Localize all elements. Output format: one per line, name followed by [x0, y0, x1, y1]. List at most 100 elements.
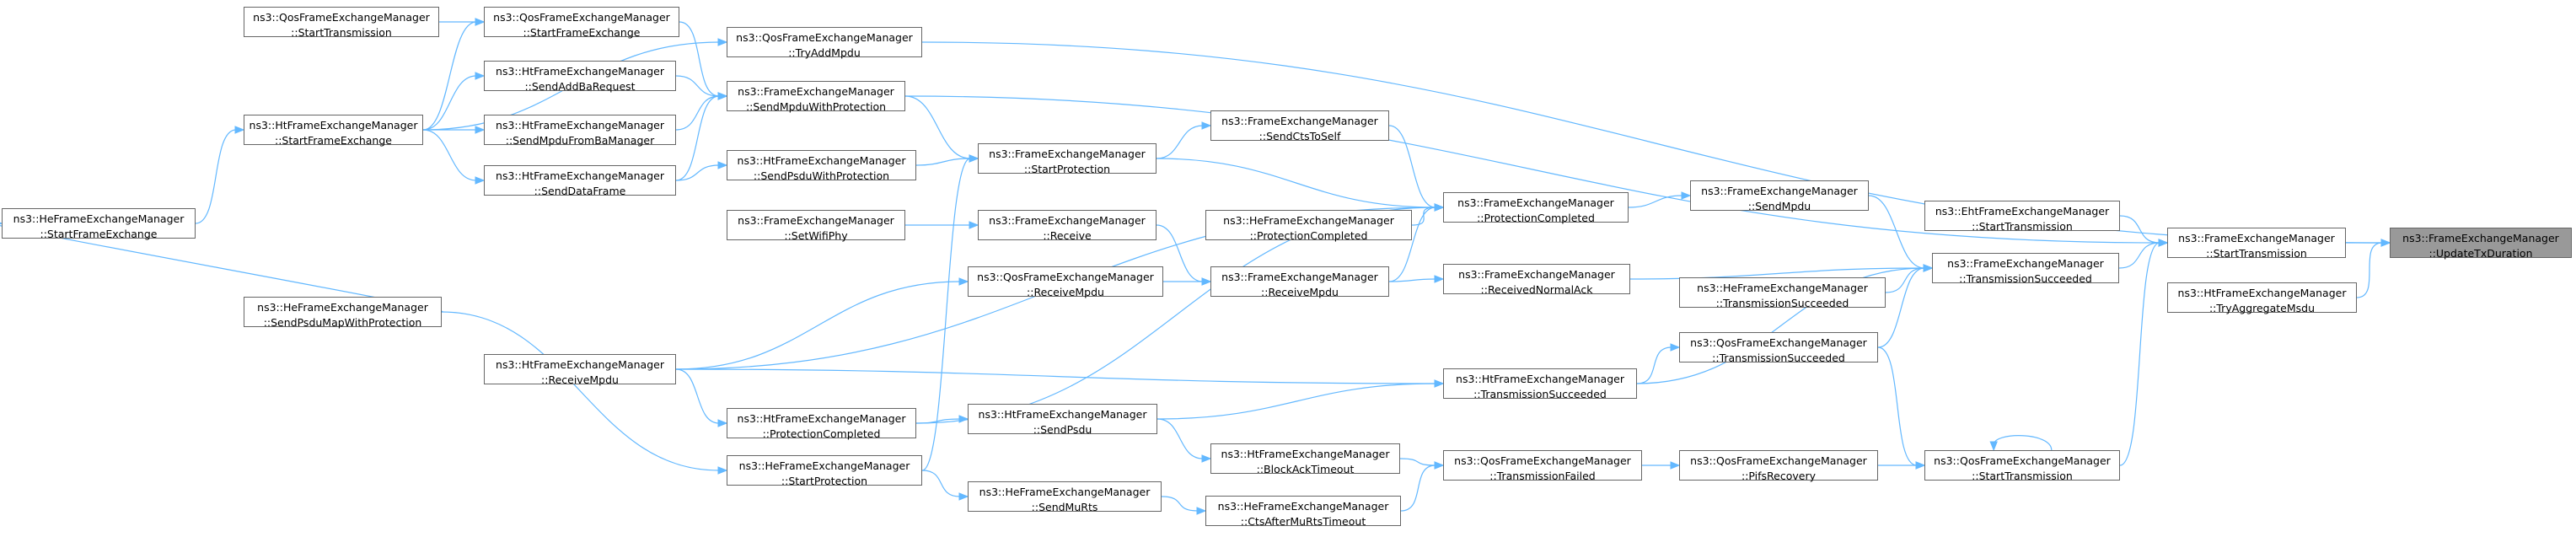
node-fe-start-transmission[interactable]: ns3::FrameExchangeManager::StartTransmis… [2167, 228, 2346, 260]
node-class-label: ns3::HtFrameExchangeManager [737, 412, 906, 425]
node-qos-try-add-mpdu[interactable]: ns3::QosFrameExchangeManager::TryAddMpdu [727, 27, 922, 59]
node-he-protection-completed[interactable]: ns3::HeFrameExchangeManager::ProtectionC… [1205, 210, 1412, 242]
edge-he-transmission-succeeded-to-fe-transmission-succeeded [1885, 267, 1925, 293]
node-qos-transmission-failed[interactable]: ns3::QosFrameExchangeManager::Transmissi… [1443, 450, 1642, 482]
node-fe-transmission-succeeded[interactable]: ns3::FrameExchangeManager::TransmissionS… [1932, 253, 2119, 285]
node-method-label: ::ReceiveMpdu [541, 373, 619, 386]
node-class-label: ns3::FrameExchangeManager [738, 214, 894, 227]
node-class-label: ns3::FrameExchangeManager [1458, 268, 1615, 281]
node-fe-protection-completed[interactable]: ns3::FrameExchangeManager::ProtectionCom… [1443, 192, 1629, 224]
node-he-start-frame-exchange[interactable]: ns3::HeFrameExchangeManager::StartFrameE… [2, 208, 196, 240]
node-fe-send-cts-to-self[interactable]: ns3::FrameExchangeManager::SendCtsToSelf [1210, 110, 1389, 142]
edge-fe-send-mpdu-with-protection-to-fe-start-protection [904, 95, 971, 159]
edge-arrowhead [1923, 264, 1934, 272]
node-class-label: ns3::QosFrameExchangeManager [1934, 454, 2111, 467]
node-class-label: ns3::FrameExchangeManager [2402, 232, 2559, 244]
node-class-label: ns3::HeFrameExchangeManager [979, 486, 1151, 498]
node-method-label: ::SendMpdu [1747, 200, 1811, 212]
node-class-label: ns3::HeFrameExchangeManager [13, 212, 185, 225]
node-method-label: ::StartTransmission [291, 26, 392, 39]
node-ht-receive-mpdu[interactable]: ns3::HtFrameExchangeManager::ReceiveMpdu [484, 354, 676, 386]
node-method-label: ::StartTransmission [2206, 247, 2307, 260]
node-class-label: ns3::QosFrameExchangeManager [1690, 454, 1867, 467]
edge-fe-receive-mpdu-to-fe-protection-completed [1388, 207, 1436, 282]
node-he-send-mu-rts[interactable]: ns3::HeFrameExchangeManager::SendMuRts [968, 481, 1162, 513]
node-he-start-protection[interactable]: ns3::HeFrameExchangeManager::StartProtec… [727, 455, 922, 487]
node-class-label: ns3::HtFrameExchangeManager [978, 408, 1147, 421]
edge-he-send-mu-rts-to-he-cts-after-mu-rts-timeout [1161, 496, 1199, 512]
edge-fe-start-protection-to-fe-protection-completed [1156, 158, 1436, 208]
node-class-label: ns3::FrameExchangeManager [1221, 271, 1378, 283]
node-ht-send-add-ba-request[interactable]: ns3::HtFrameExchangeManager::SendAddBaRe… [484, 61, 676, 93]
node-ht-send-psdu[interactable]: ns3::HtFrameExchangeManager::SendPsdu [968, 404, 1157, 436]
node-qos-pifs-recovery[interactable]: ns3::QosFrameExchangeManager::PifsRecove… [1679, 450, 1878, 482]
node-method-label: ::StartProtection [781, 475, 868, 487]
node-method-label: ::SendCtsToSelf [1258, 130, 1341, 142]
node-method-label: ::StartTransmission [1972, 470, 2073, 482]
node-ht-send-mpdu-from-ba-manager[interactable]: ns3::HtFrameExchangeManager::SendMpduFro… [484, 115, 676, 147]
node-method-label: ::BlockAckTimeout [1256, 463, 1355, 475]
edge-arrowhead [958, 415, 969, 423]
node-he-transmission-succeeded[interactable]: ns3::HeFrameExchangeManager::Transmissio… [1679, 277, 1886, 309]
node-qos-start-transmission-left[interactable]: ns3::QosFrameExchangeManager::StartTrans… [244, 7, 439, 39]
node-fe-receive[interactable]: ns3::FrameExchangeManager::Receive [978, 210, 1157, 242]
node-fe-send-mpdu-with-protection[interactable]: ns3::FrameExchangeManager::SendMpduWithP… [727, 81, 905, 113]
node-qos-start-frame-exchange[interactable]: ns3::QosFrameExchangeManager::StartFrame… [484, 7, 679, 39]
node-fe-receive-mpdu[interactable]: ns3::FrameExchangeManager::ReceiveMpdu [1210, 266, 1389, 298]
edge-ht-block-ack-timeout-to-qos-transmission-failed [1399, 458, 1436, 466]
edge-fe-send-cts-to-self-to-fe-protection-completed [1388, 125, 1436, 208]
node-ht-send-data-frame[interactable]: ns3::HtFrameExchangeManager::SendDataFra… [484, 165, 676, 197]
edge-qos-transmission-succeeded-to-qos-start-transmission-right [1877, 346, 1918, 466]
node-method-label: ::ReceiveMpdu [1261, 286, 1339, 298]
node-fe-send-mpdu[interactable]: ns3::FrameExchangeManager::SendMpdu [1690, 180, 1869, 212]
edge-arrowhead [1670, 343, 1681, 352]
node-method-label: ::SendAddBaRequest [524, 80, 636, 93]
edge-arrowhead [958, 492, 969, 501]
edge-fe-send-mpdu-to-fe-transmission-succeeded [1868, 195, 1925, 269]
node-class-label: ns3::FrameExchangeManager [989, 148, 1146, 160]
node-qos-start-transmission-right[interactable]: ns3::QosFrameExchangeManager::StartTrans… [1924, 450, 2120, 482]
node-method-label: ::ReceiveMpdu [1027, 286, 1104, 298]
edge-arrowhead [1201, 454, 1212, 463]
edge-he-start-protection-to-he-send-mu-rts [921, 470, 961, 497]
node-qos-receive-mpdu[interactable]: ns3::QosFrameExchangeManager::ReceiveMpd… [968, 266, 1163, 298]
node-method-label: ::ReceivedNormalAck [1480, 283, 1593, 296]
node-class-label: ns3::HtFrameExchangeManager [496, 65, 664, 78]
edge-arrowhead [1434, 275, 1445, 283]
edge-arrowhead [1201, 277, 1212, 286]
node-fe-start-protection[interactable]: ns3::FrameExchangeManager::StartProtecti… [978, 143, 1157, 175]
node-class-label: ns3::QosFrameExchangeManager [977, 271, 1154, 283]
node-ht-block-ack-timeout[interactable]: ns3::HtFrameExchangeManager::BlockAckTim… [1210, 443, 1400, 475]
node-he-send-psdu-map-with-protection[interactable]: ns3::HeFrameExchangeManager::SendPsduMap… [244, 297, 442, 329]
edge-arrowhead [1196, 507, 1207, 515]
node-fe-received-normal-ack[interactable]: ns3::FrameExchangeManager::ReceivedNorma… [1443, 264, 1630, 296]
node-fe-set-wifi-phy[interactable]: ns3::FrameExchangeManager::SetWifiPhy [727, 210, 905, 242]
node-class-label: ns3::FrameExchangeManager [2178, 232, 2335, 244]
node-class-label: ns3::HtFrameExchangeManager [1456, 373, 1624, 385]
edge-ht-start-frame-exchange-to-ht-send-add-ba-request [422, 75, 477, 131]
node-eht-start-transmission[interactable]: ns3::EhtFrameExchangeManager::StartTrans… [1924, 201, 2120, 233]
node-method-label: ::SetWifiPhy [784, 229, 848, 242]
node-ht-protection-completed[interactable]: ns3::HtFrameExchangeManager::ProtectionC… [727, 408, 916, 440]
node-qos-transmission-succeeded[interactable]: ns3::QosFrameExchangeManager::Transmissi… [1679, 332, 1878, 364]
node-method-label: ::StartFrameExchange [523, 26, 641, 39]
edge-ht-start-frame-exchange-to-ht-send-data-frame [422, 129, 477, 181]
edge-qos-start-frame-exchange-to-fe-send-mpdu-with-protection [679, 21, 720, 97]
edge-qos-transmission-succeeded-to-fe-transmission-succeeded [1877, 267, 1925, 348]
edge-arrowhead [717, 161, 728, 169]
node-ht-send-psdu-with-protection[interactable]: ns3::HtFrameExchangeManager::SendPsduWit… [727, 150, 916, 182]
edge-fe-transmission-succeeded-to-fe-start-transmission [2118, 242, 2160, 269]
node-method-label: ::StartFrameExchange [275, 134, 392, 147]
edge-fe-receive-mpdu-to-fe-received-normal-ack [1388, 278, 1436, 282]
node-method-label: ::TransmissionSucceeded [1473, 388, 1607, 400]
node-class-label: ns3::HeFrameExchangeManager [1217, 500, 1389, 513]
node-ht-try-aggregate-msdu[interactable]: ns3::HtFrameExchangeManager::TryAggregat… [2167, 282, 2357, 314]
node-ht-start-frame-exchange[interactable]: ns3::HtFrameExchangeManager::StartFrameE… [244, 115, 423, 147]
node-fe-update-tx-duration[interactable]: ns3::FrameExchangeManager::UpdateTxDurat… [2390, 228, 2572, 260]
node-class-label: ns3::QosFrameExchangeManager [1454, 454, 1631, 467]
node-he-cts-after-mu-rts-timeout[interactable]: ns3::HeFrameExchangeManager::CtsAfterMuR… [1205, 496, 1401, 528]
node-class-label: ns3::QosFrameExchangeManager [1690, 336, 1867, 349]
node-ht-transmission-succeeded[interactable]: ns3::HtFrameExchangeManager::Transmissio… [1443, 368, 1637, 400]
node-method-label: ::UpdateTxDuration [2428, 247, 2533, 260]
